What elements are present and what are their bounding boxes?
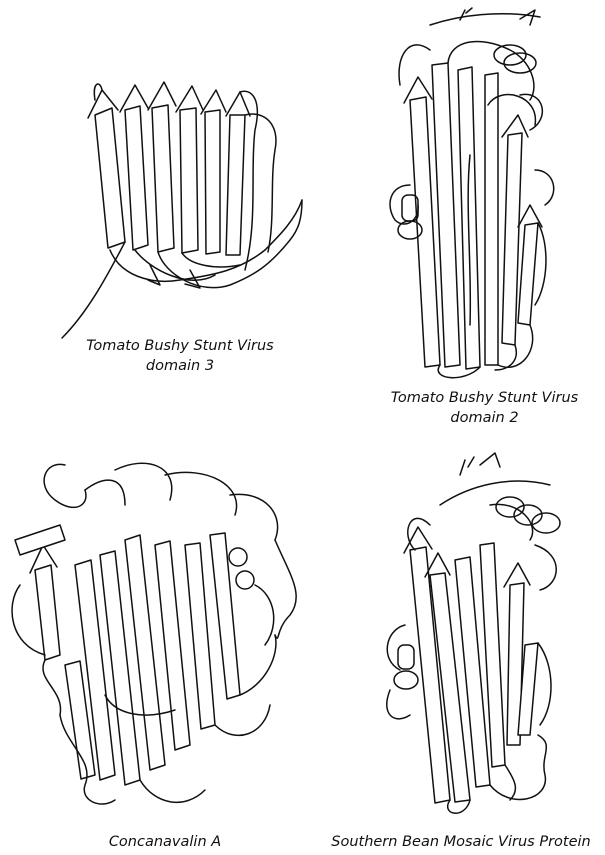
- diagram-tbsv-domain3: [40, 70, 320, 350]
- diagram-concanavalin-a: [5, 445, 315, 825]
- caption-tbsv-domain3: Tomato Bushy Stunt Virus domain 3: [50, 336, 310, 376]
- caption-line: Tomato Bushy Stunt Virus: [50, 336, 310, 356]
- ribbon-drawing-tbsv-domain3: [40, 70, 320, 350]
- caption-tbsv-domain2: Tomato Bushy Stunt Virus domain 2: [372, 388, 597, 428]
- ribbon-drawing-tbsv-domain2: [370, 5, 590, 380]
- helices: [229, 548, 254, 589]
- beta-strands: [404, 527, 538, 803]
- ribbon-drawing-concanavalin-a: [5, 445, 315, 825]
- caption-sbmv-protein: Southern Bean Mosaic Virus Protein: [322, 832, 600, 852]
- caption-line: Southern Bean Mosaic Virus Protein: [322, 832, 600, 852]
- caption-concanavalin-a: Concanavalin A: [95, 832, 235, 852]
- caption-line: Concanavalin A: [95, 832, 235, 852]
- ribbon-drawing-sbmv-protein: [370, 445, 595, 825]
- caption-line: domain 2: [372, 408, 597, 428]
- beta-strands: [15, 525, 240, 785]
- caption-line: domain 3: [50, 356, 310, 376]
- diagram-sbmv-protein: [370, 445, 595, 825]
- beta-strands: [404, 63, 542, 369]
- caption-line: Tomato Bushy Stunt Virus: [372, 388, 597, 408]
- diagram-tbsv-domain2: [370, 5, 590, 380]
- beta-strands: [88, 82, 250, 255]
